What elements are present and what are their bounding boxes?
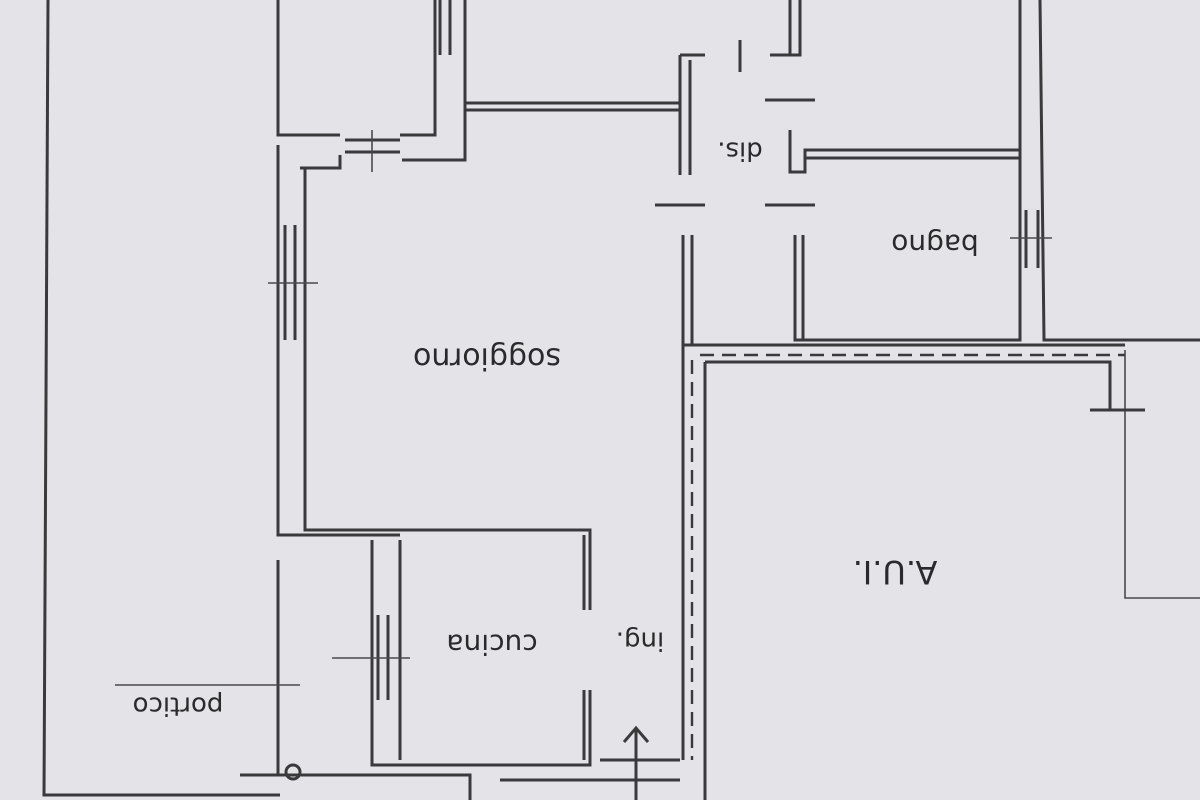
windows xyxy=(115,0,1052,781)
apartment-walls xyxy=(240,0,1145,800)
room-label-aui: A.U.I. xyxy=(853,553,938,591)
room-label-soggiorno: soggiorno xyxy=(413,341,561,376)
site-boundary xyxy=(42,0,1200,797)
room-label-dis: dis. xyxy=(717,136,763,166)
room-label-portico: portico xyxy=(133,691,224,721)
room-label-bagno: bagno xyxy=(891,228,979,261)
room-label-ing: ing. xyxy=(616,626,664,656)
room-label-cucina: cucina xyxy=(446,628,537,661)
entry-arrow-icon xyxy=(622,725,650,800)
